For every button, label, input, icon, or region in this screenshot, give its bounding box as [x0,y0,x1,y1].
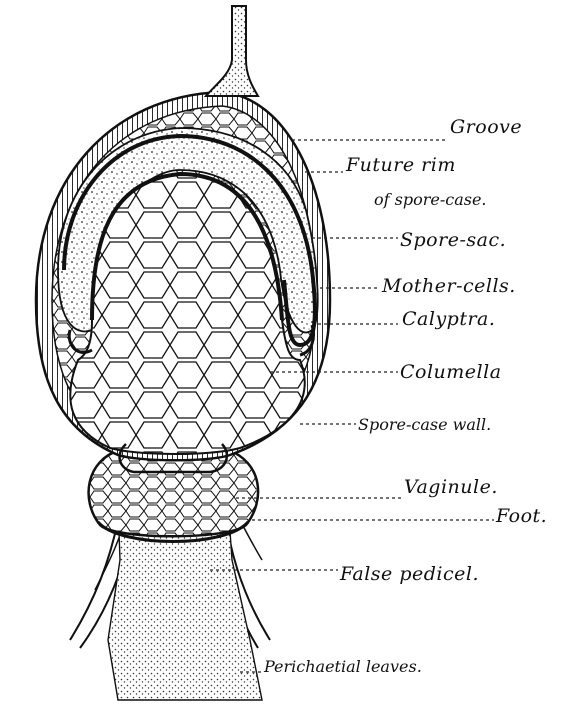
label-false-pedicel: False pedicel. [339,563,479,585]
label-future-rim: Future rim [345,154,456,176]
label-perichaetial-leaves: Perichaetial leaves. [263,657,422,676]
label-mother-cells: Mother-cells. [381,275,516,297]
seta-shape [206,6,258,96]
foot-shape [89,450,259,536]
label-of-spore-case: of spore-case. [374,190,487,209]
label-vaginule: Vaginule. [404,476,498,498]
label-spore-sac: Spore-sac. [400,229,506,251]
label-foot: Foot. [495,505,547,527]
label-columella: Columella [400,361,502,383]
label-groove: Groove [450,116,522,138]
label-calyptra: Calyptra. [402,308,495,330]
label-spore-case-wall: Spore-case wall. [358,415,491,434]
